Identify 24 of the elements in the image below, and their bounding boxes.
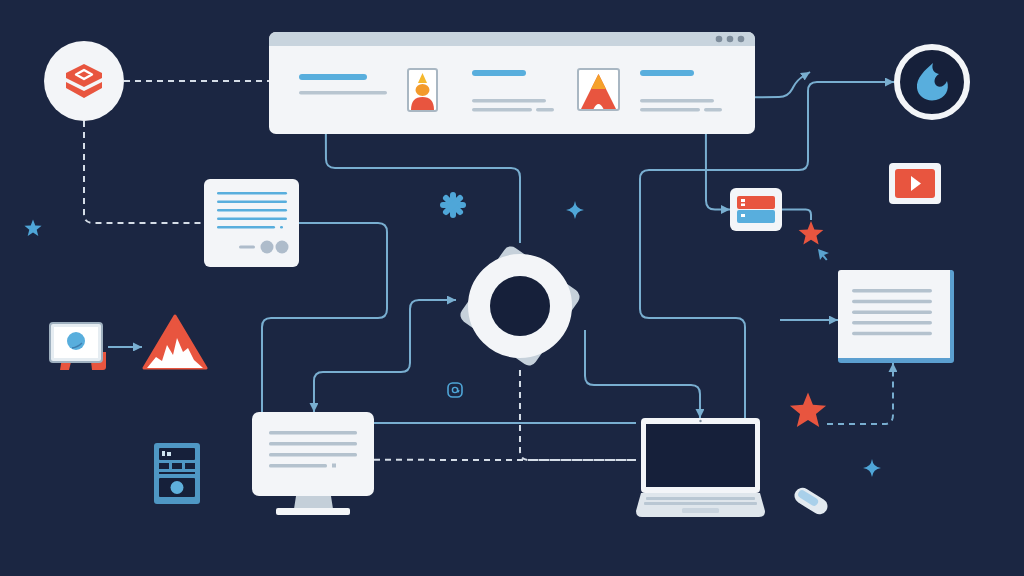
browser-window bbox=[269, 32, 755, 134]
peak-icon bbox=[142, 314, 208, 370]
dashed-arrow bbox=[826, 362, 898, 426]
arrow bbox=[584, 329, 705, 419]
star-icon bbox=[789, 391, 827, 429]
document-card bbox=[838, 270, 954, 363]
monitor-icon bbox=[48, 322, 108, 372]
card-tile bbox=[730, 188, 782, 231]
arrow bbox=[639, 77, 895, 419]
connector-line bbox=[261, 222, 388, 413]
arrow bbox=[754, 71, 811, 99]
connector-line bbox=[781, 208, 812, 221]
connector-line bbox=[373, 422, 637, 424]
arrow bbox=[704, 133, 731, 214]
star-icon bbox=[798, 220, 824, 246]
desktop-monitor bbox=[252, 412, 374, 516]
dashed-connector-line bbox=[123, 79, 270, 82]
connector-line bbox=[324, 133, 521, 244]
laptop bbox=[636, 418, 765, 518]
arrow bbox=[309, 295, 457, 413]
arrow bbox=[779, 315, 839, 325]
document-card bbox=[204, 179, 299, 267]
arrow bbox=[107, 342, 143, 352]
dashed-connector-line bbox=[519, 369, 637, 461]
